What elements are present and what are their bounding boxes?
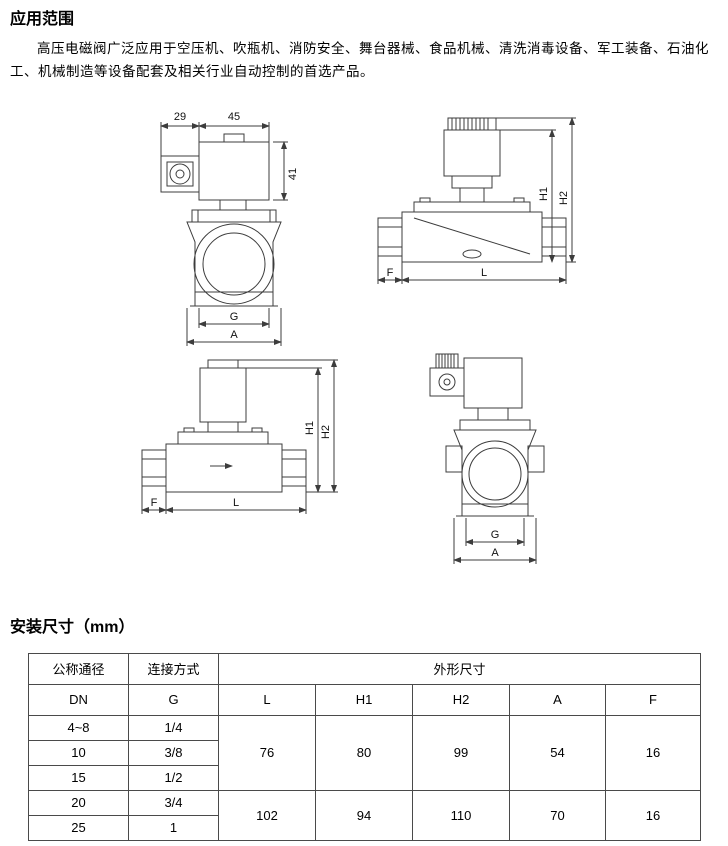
dim-label-h1: H1 <box>538 187 550 201</box>
dimensions-section-title: 安装尺寸（mm） <box>10 619 135 637</box>
header-col-a: A <box>509 683 606 716</box>
application-section-body: 高压电磁阀广泛应用于空压机、吹瓶机、消防安全、舞台器械、食品机械、清洗消毒设备、… <box>10 40 709 80</box>
cell-dn: 20 <box>28 789 129 816</box>
dim-label-g: G <box>491 529 500 541</box>
cell-h1-group2: 94 <box>315 789 413 841</box>
table-row: 20 3/4 102 94 110 70 16 <box>28 789 702 841</box>
cell-dn: 10 <box>28 739 129 766</box>
cell-l-group1: 76 <box>218 714 316 791</box>
valve-side-view-drawing-3: H1 H2 F L <box>141 359 338 515</box>
cell-g: 1/2 <box>128 764 219 791</box>
dim-label-f: F <box>387 267 394 279</box>
cell-f-group2: 16 <box>604 789 702 841</box>
datasheet-page: 应用范围 高压电磁阀广泛应用于空压机、吹瓶机、消防安全、舞台器械、食品机械、清洗… <box>0 10 728 846</box>
header-g: G <box>128 683 219 716</box>
dim-label-g: G <box>230 311 239 323</box>
cell-f-group1: 16 <box>604 714 702 791</box>
cell-a-group1: 54 <box>509 714 606 791</box>
cell-h2-group2: 110 <box>412 789 510 841</box>
cell-l-group2: 102 <box>218 789 316 841</box>
dim-label-h1: H1 <box>304 421 316 435</box>
valve-technical-drawings: 29 45 41 G A <box>0 100 728 600</box>
valve-side-view-drawing-2: H1 H2 F L <box>377 117 576 285</box>
cell-g: 1/4 <box>128 714 219 741</box>
cell-h2-group1: 99 <box>412 714 510 791</box>
header-col-f: F <box>604 683 702 716</box>
cell-h1-group1: 80 <box>315 714 413 791</box>
table-row: 4~8 1/4 76 80 99 54 16 <box>28 714 702 791</box>
cell-dn: 15 <box>28 764 129 791</box>
header-col-l: L <box>218 683 316 716</box>
header-col-h2: H2 <box>412 683 510 716</box>
dim-label-a: A <box>491 547 499 559</box>
cell-g: 3/8 <box>128 739 219 766</box>
header-col-h1: H1 <box>315 683 413 716</box>
header-nominal-diameter: 公称通径 <box>28 652 129 685</box>
dim-label-l: L <box>481 267 487 279</box>
dim-label-f: F <box>151 497 158 509</box>
cell-g: 3/4 <box>128 789 219 816</box>
dim-label-l: L <box>233 497 239 509</box>
cell-dn: 25 <box>28 814 129 841</box>
dim-label-a: A <box>230 329 238 341</box>
dim-label-41: 41 <box>287 168 299 180</box>
dimensions-table: 公称通径 连接方式 外形尺寸 DN G L H1 H2 A F 4~8 1/4 … <box>28 652 702 841</box>
table-row: 10 3/8 <box>28 739 701 766</box>
dim-label-45: 45 <box>228 111 240 123</box>
cell-g: 1 <box>128 814 219 841</box>
application-section-title: 应用范围 <box>10 11 75 28</box>
header-dn: DN <box>28 683 129 716</box>
header-connection-type: 连接方式 <box>128 652 219 685</box>
header-overall-dimensions: 外形尺寸 <box>217 652 702 685</box>
dim-label-h2: H2 <box>320 425 332 439</box>
cell-dn: 4~8 <box>28 714 129 741</box>
valve-front-view-drawing-4: G A <box>429 353 545 565</box>
valve-front-view-drawing-1: 29 45 41 G A <box>160 111 299 347</box>
cell-a-group2: 70 <box>509 789 606 841</box>
dim-label-h2: H2 <box>558 191 570 205</box>
dim-label-29: 29 <box>174 111 186 123</box>
